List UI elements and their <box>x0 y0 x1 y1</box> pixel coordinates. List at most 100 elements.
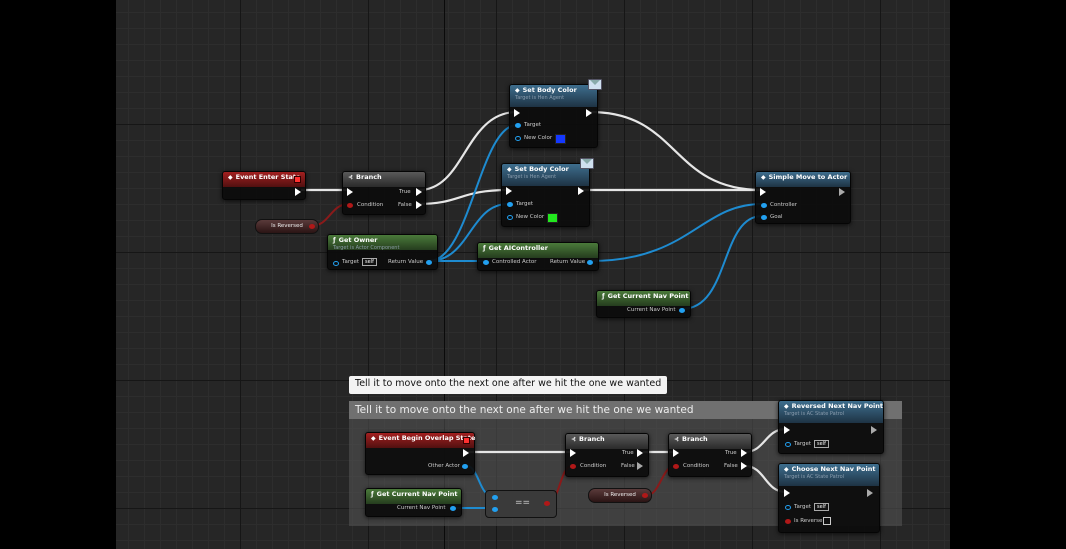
self-chip[interactable]: self <box>362 258 377 266</box>
condition-label: Condition <box>580 463 607 469</box>
node-branch[interactable]: ⊰Branch Condition True False <box>565 433 649 477</box>
node-title: Event Enter State <box>235 173 301 181</box>
other-actor-pin[interactable] <box>462 464 468 469</box>
node-branch[interactable]: ⊰Branch Condition True False <box>668 433 752 477</box>
node-title: Get Owner <box>338 236 378 244</box>
color-swatch[interactable] <box>555 134 566 144</box>
bool-out-pin[interactable] <box>309 224 315 229</box>
delegate-pin[interactable] <box>294 176 301 183</box>
exec-in-pin[interactable] <box>506 187 512 195</box>
false-exec-pin[interactable] <box>416 201 422 209</box>
exec-in-pin[interactable] <box>784 489 790 497</box>
current-nav-point-label: Current Nav Point <box>627 307 676 313</box>
node-simple-move-to-actor[interactable]: ◆Simple Move to Actor Controller Goal <box>755 171 851 224</box>
controlled-actor-pin[interactable] <box>483 260 489 265</box>
color-pin[interactable] <box>515 136 521 141</box>
exec-in-pin[interactable] <box>673 449 679 457</box>
is-reverse-pin[interactable] <box>785 519 791 524</box>
current-nav-point-pin[interactable] <box>450 506 456 511</box>
target-pin[interactable] <box>507 202 513 207</box>
node-title: Get Current Nav Point <box>607 292 689 300</box>
exec-out-pin[interactable] <box>871 426 877 434</box>
function-icon: ◆ <box>784 466 789 473</box>
function-f-icon: ƒ <box>602 293 605 300</box>
exec-in-pin[interactable] <box>784 426 790 434</box>
node-is-reversed[interactable]: Is Reversed <box>255 219 319 234</box>
true-label: True <box>622 450 634 456</box>
exec-out-pin[interactable] <box>586 109 592 117</box>
target-pin[interactable] <box>515 123 521 128</box>
controller-label: Controller <box>770 202 798 208</box>
node-title: Event Begin Overlap State <box>378 434 476 442</box>
true-exec-pin[interactable] <box>416 188 422 196</box>
exec-out-pin[interactable] <box>839 188 845 196</box>
condition-pin[interactable] <box>347 203 353 208</box>
exec-in-pin[interactable] <box>347 188 353 196</box>
comment-title[interactable]: Tell it to move onto the next one after … <box>349 401 902 419</box>
exec-in-pin[interactable] <box>514 109 520 117</box>
controller-pin[interactable] <box>761 203 767 208</box>
target-label: Target <box>794 504 812 510</box>
graph-origin-axis <box>444 0 445 549</box>
false-exec-pin[interactable] <box>637 462 643 470</box>
is-reverse-checkbox[interactable] <box>823 517 831 525</box>
goal-pin[interactable] <box>761 215 767 220</box>
current-nav-point-pin[interactable] <box>679 308 685 313</box>
color-swatch[interactable] <box>547 213 558 223</box>
exec-in-pin[interactable] <box>760 188 766 196</box>
node-is-reversed[interactable]: Is Reversed <box>588 488 652 503</box>
node-event-begin-overlap-state[interactable]: ◆Event Begin Overlap State Other Actor <box>365 432 475 475</box>
condition-pin[interactable] <box>570 464 576 469</box>
variable-label: Is Reversed <box>271 223 303 229</box>
false-label: False <box>398 202 412 208</box>
return-value-pin[interactable] <box>587 260 593 265</box>
bool-out-pin[interactable] <box>642 493 648 498</box>
comment-bubble[interactable]: Tell it to move onto the next one after … <box>349 376 668 394</box>
exec-out-pin[interactable] <box>578 187 584 195</box>
node-event-enter-state[interactable]: ◆Event Enter State <box>222 171 306 200</box>
target-label: Target <box>516 201 534 207</box>
node-subtitle: Target is AC State Patrol <box>784 411 845 417</box>
true-exec-pin[interactable] <box>637 449 643 457</box>
condition-pin[interactable] <box>673 464 679 469</box>
target-label: Target <box>342 259 360 265</box>
message-icon <box>588 79 602 90</box>
goal-label: Goal <box>770 214 783 220</box>
self-chip[interactable]: self <box>814 440 829 448</box>
node-title: Reversed Next Nav Point <box>791 402 884 410</box>
result-pin[interactable] <box>544 501 550 506</box>
exec-out-pin[interactable] <box>463 449 469 457</box>
node-branch[interactable]: ⊰Branch Condition True False <box>342 171 426 215</box>
exec-out-pin[interactable] <box>867 489 873 497</box>
target-pin[interactable] <box>785 505 791 510</box>
node-equals[interactable]: == <box>485 490 557 518</box>
self-chip[interactable]: self <box>814 503 829 511</box>
true-exec-pin[interactable] <box>741 449 747 457</box>
node-title: Branch <box>356 173 382 181</box>
target-pin[interactable] <box>785 442 791 447</box>
node-title: Branch <box>682 435 708 443</box>
node-title: Branch <box>579 435 605 443</box>
target-pin[interactable] <box>333 261 339 266</box>
node-title: Get Current Nav Point <box>376 490 458 498</box>
return-value-pin[interactable] <box>426 260 432 265</box>
exec-in-pin[interactable] <box>570 449 576 457</box>
exec-out-pin[interactable] <box>295 188 301 196</box>
controlled-actor-label: Controlled Actor <box>492 259 537 265</box>
color-pin[interactable] <box>507 215 513 220</box>
delegate-pin[interactable] <box>463 437 470 444</box>
input-b-pin[interactable] <box>492 507 498 512</box>
node-title: Choose Next Nav Point <box>791 465 876 473</box>
is-reverse-label: Is Reverse <box>794 518 823 524</box>
node-subtitle: Target is AC State Patrol <box>784 474 845 480</box>
input-a-pin[interactable] <box>492 495 498 500</box>
false-exec-pin[interactable] <box>741 462 747 470</box>
